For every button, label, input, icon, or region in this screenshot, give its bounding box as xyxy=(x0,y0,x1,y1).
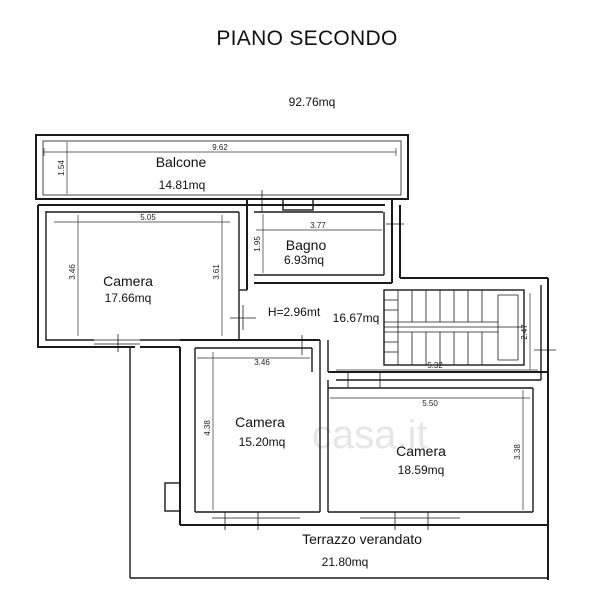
stair-height-dim: 2.47 xyxy=(520,324,529,340)
camera3-width-dim: 5.50 xyxy=(422,399,438,408)
hall-height: H=2.96mt xyxy=(268,305,321,319)
balcone-width-dim: 9.62 xyxy=(212,143,228,152)
plan-title: PIANO SECONDO xyxy=(216,27,397,50)
total-area: 92.76mq xyxy=(289,95,336,109)
camera2-area: 15.20mq xyxy=(239,435,286,449)
camera1-area: 17.66mq xyxy=(105,291,152,305)
openings xyxy=(94,190,556,530)
balcone-area: 14.81mq xyxy=(159,178,206,192)
watermark: casa.it xyxy=(312,413,428,457)
camera1-height-right-dim: 3.61 xyxy=(212,264,221,280)
hall-area: 16.67mq xyxy=(333,311,380,325)
bagno-height-dim: 1.95 xyxy=(253,236,262,252)
camera3-area: 18.59mq xyxy=(398,463,445,477)
bagno-width-dim: 3.77 xyxy=(310,221,326,230)
balcone-label: Balcone xyxy=(156,154,207,170)
camera3-height-dim: 3.38 xyxy=(513,444,522,460)
camera1-label: Camera xyxy=(103,273,153,289)
camera2-width-dim: 3.46 xyxy=(254,358,270,367)
bagno-label: Bagno xyxy=(286,237,327,253)
camera1-width-dim: 5.05 xyxy=(140,213,156,222)
camera2-height-dim: 4.38 xyxy=(203,420,212,436)
camera3-label: Camera xyxy=(396,443,446,459)
terrazzo-area: 21.80mq xyxy=(322,555,369,569)
stair-width-dim: 5.32 xyxy=(427,361,443,370)
dimensions: 5.05 3.46 3.61 3.77 1.95 2.47 5.32 3.46 … xyxy=(54,213,538,510)
outer-walls xyxy=(37,198,549,580)
terrazzo-label: Terrazzo verandato xyxy=(302,531,422,547)
balcone-height-dim: 1.54 xyxy=(57,160,66,176)
camera1-height-left-dim: 3.46 xyxy=(68,264,77,280)
staircase xyxy=(383,289,525,366)
camera2-label: Camera xyxy=(235,414,285,430)
room-labels: Camera 17.66mq Bagno 6.93mq H=2.96mt 16.… xyxy=(103,237,446,569)
bagno-area: 6.93mq xyxy=(284,253,324,267)
balcone: Balcone 14.81mq 9.62 1.54 xyxy=(35,134,409,200)
